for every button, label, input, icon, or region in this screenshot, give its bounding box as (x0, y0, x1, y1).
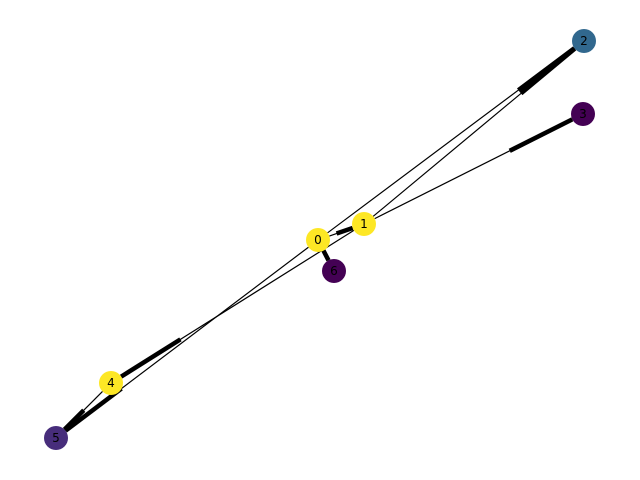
node-label: 1 (360, 217, 368, 231)
node-circle (322, 259, 346, 283)
edge-arrowhead (64, 386, 123, 433)
node-5: 5 (44, 426, 68, 450)
node-3: 3 (571, 102, 595, 126)
edge-arrowhead (62, 408, 86, 432)
node-0: 0 (306, 228, 330, 252)
edge-arrowhead (508, 117, 574, 153)
node-circle (571, 102, 595, 126)
edge-0-6 (320, 248, 331, 262)
node-4: 4 (99, 371, 123, 395)
node-label: 2 (580, 34, 588, 48)
node-circle (572, 29, 596, 53)
node-label: 3 (579, 107, 587, 121)
node-1: 1 (352, 212, 376, 236)
node-label: 6 (330, 264, 338, 278)
node-2: 2 (572, 29, 596, 53)
edge-arrowhead (519, 46, 577, 96)
node-circle (306, 228, 330, 252)
edge-arrowhead (119, 337, 182, 379)
edge-arrowhead (320, 248, 331, 262)
node-label: 4 (107, 376, 115, 390)
node-circle (44, 426, 68, 450)
edge-0-1 (329, 225, 354, 237)
node-circle (352, 212, 376, 236)
edge-arrowhead (335, 225, 354, 236)
node-label: 5 (52, 431, 60, 445)
edge-4-5 (62, 391, 103, 432)
edge-0-2 (327, 46, 576, 234)
edge-0-5 (64, 246, 309, 433)
node-label: 0 (314, 233, 322, 247)
node-circle (99, 371, 123, 395)
edge-1-4 (119, 229, 355, 379)
edge-layer (62, 46, 577, 433)
node-6: 6 (322, 259, 346, 283)
edge-1-2 (372, 46, 577, 217)
node-layer: 0 1 2 3 4 5 6 (44, 29, 596, 450)
edge-1-3 (374, 117, 574, 220)
